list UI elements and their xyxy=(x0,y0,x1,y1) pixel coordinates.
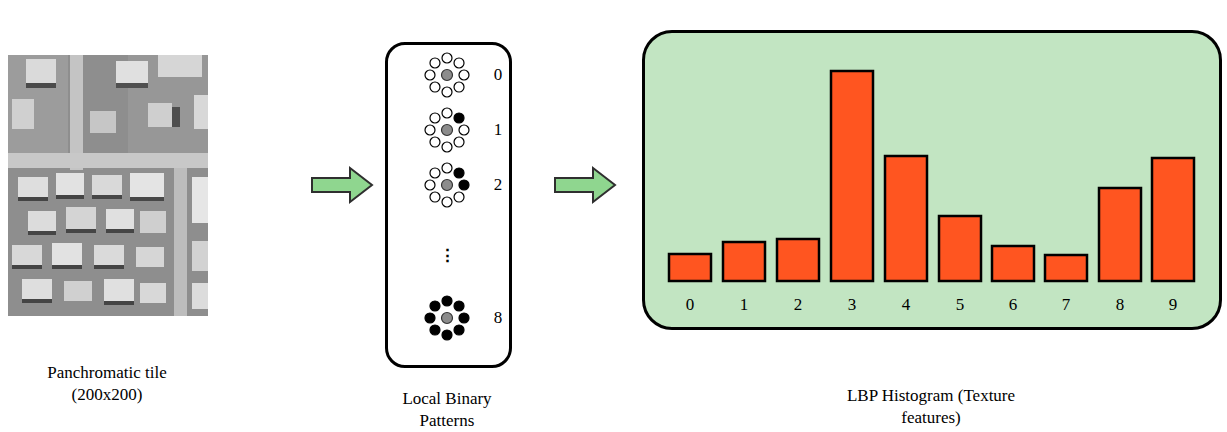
histogram-bar xyxy=(1045,255,1087,281)
lbp-pattern xyxy=(425,53,469,97)
neighbour-pixel xyxy=(430,301,440,311)
pattern-label: 8 xyxy=(1107,294,1133,316)
pattern-label: 2 xyxy=(785,294,811,316)
neighbour-pixel xyxy=(430,168,440,178)
pattern-label: 7 xyxy=(1053,294,1079,316)
center-pixel xyxy=(442,70,453,81)
neighbour-pixel xyxy=(459,313,469,323)
neighbour-pixel xyxy=(425,313,435,323)
image-tile: Panchromatic tile (200x200) xyxy=(8,55,208,316)
pattern-label: 3 xyxy=(839,294,865,316)
histogram-bar xyxy=(831,71,873,281)
neighbour-pixel xyxy=(454,192,464,202)
histogram-bar xyxy=(777,239,819,281)
pattern-label: 1 xyxy=(731,294,757,316)
histogram-bar xyxy=(1099,188,1141,281)
neighbour-pixel xyxy=(430,137,440,147)
histogram-bar xyxy=(723,242,765,281)
neighbour-pixel xyxy=(454,137,464,147)
pattern-label: 0 xyxy=(677,294,703,316)
caption: Panchromatic tile (200x200) xyxy=(32,362,182,406)
neighbour-pixel xyxy=(430,82,440,92)
pattern-label: 1 xyxy=(487,119,509,141)
pattern-box: 012⋮8Local Binary Patterns xyxy=(385,42,512,368)
lbp-pattern xyxy=(425,108,469,152)
histogram-bars xyxy=(645,33,1219,327)
neighbour-pixel xyxy=(442,296,452,306)
pattern-icons xyxy=(388,45,509,365)
center-pixel xyxy=(442,125,453,136)
neighbour-pixel xyxy=(459,70,469,80)
pattern-label: 4 xyxy=(893,294,919,316)
neighbour-pixel xyxy=(442,108,452,118)
center-pixel xyxy=(442,313,453,324)
pattern-label: 0 xyxy=(487,64,509,86)
neighbour-pixel xyxy=(454,168,464,178)
center-pixel xyxy=(442,180,453,191)
neighbour-pixel xyxy=(442,87,452,97)
neighbour-pixel xyxy=(459,180,469,190)
histogram-bar xyxy=(669,254,711,281)
pattern-label: ⋮ xyxy=(436,244,458,266)
neighbour-pixel xyxy=(454,82,464,92)
histogram-bar xyxy=(1152,158,1194,281)
pattern-label: 5 xyxy=(947,294,973,316)
neighbour-pixel xyxy=(430,192,440,202)
neighbour-pixel xyxy=(430,58,440,68)
lbp-pattern xyxy=(425,296,469,340)
pattern-label: 6 xyxy=(1000,294,1026,316)
caption: Local Binary Patterns xyxy=(387,388,507,432)
lbp-pattern xyxy=(425,163,469,207)
neighbour-pixel xyxy=(454,58,464,68)
pattern-label: 9 xyxy=(1160,294,1186,316)
neighbour-pixel xyxy=(442,197,452,207)
neighbour-pixel xyxy=(425,180,435,190)
neighbour-pixel xyxy=(442,142,452,152)
neighbour-pixel xyxy=(454,301,464,311)
histogram-bar xyxy=(885,156,927,281)
pattern-label: 8 xyxy=(487,307,509,329)
flow-arrow xyxy=(312,168,372,202)
neighbour-pixel xyxy=(430,113,440,123)
neighbour-pixel xyxy=(459,125,469,135)
caption: LBP Histogram (Texture features) xyxy=(846,385,1016,429)
neighbour-pixel xyxy=(430,325,440,335)
histogram-bar xyxy=(992,246,1034,281)
pattern-label: 2 xyxy=(487,174,509,196)
neighbour-pixel xyxy=(442,53,452,63)
flow-arrow xyxy=(555,168,615,202)
histogram-bar xyxy=(939,216,981,281)
neighbour-pixel xyxy=(454,325,464,335)
neighbour-pixel xyxy=(425,125,435,135)
neighbour-pixel xyxy=(454,113,464,123)
aerial-image xyxy=(8,55,208,316)
neighbour-pixel xyxy=(425,70,435,80)
neighbour-pixel xyxy=(442,330,452,340)
neighbour-pixel xyxy=(442,163,452,173)
histogram-panel: 0123456789LBP Histogram (Texture feature… xyxy=(642,30,1222,330)
